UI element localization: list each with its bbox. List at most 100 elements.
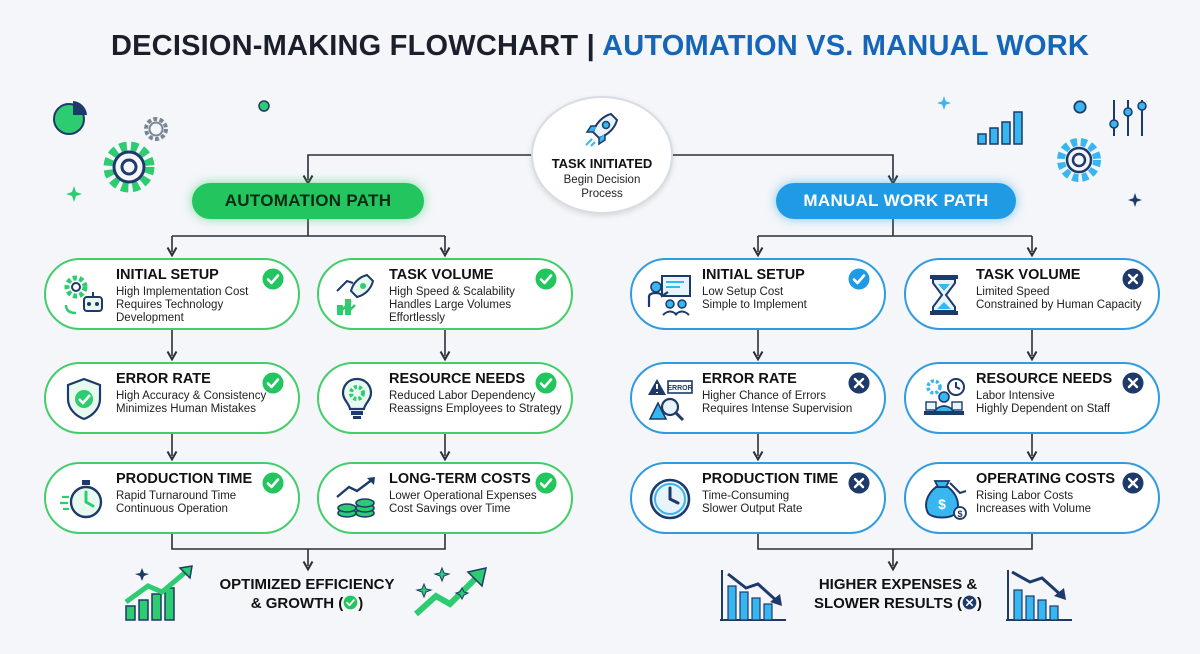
connector-start-automation bbox=[302, 154, 532, 186]
rocket-icon bbox=[585, 112, 619, 147]
manual-work-path-label: MANUAL WORK PATH bbox=[776, 183, 1016, 219]
card-line: Cost Savings over Time bbox=[389, 503, 511, 515]
card-line: Slower Output Rate bbox=[702, 503, 803, 515]
presenter-board-icon bbox=[647, 275, 691, 316]
title-part-1: DECISION-MAKING FLOWCHART | bbox=[110, 30, 595, 62]
clock-icon bbox=[649, 478, 691, 520]
card-title: PRODUCTION TIME bbox=[116, 471, 253, 487]
card-line: Highly Dependent on Staff bbox=[976, 403, 1111, 415]
money-bag-decline-icon: $$ bbox=[925, 480, 967, 520]
card-line: Requires Technology bbox=[116, 299, 224, 311]
rocket-scale-icon bbox=[336, 273, 375, 315]
gear-icon bbox=[103, 141, 155, 193]
check-circle-icon bbox=[535, 268, 557, 290]
card-line: Effortlessly bbox=[389, 312, 446, 324]
card-title: OPERATING COSTS bbox=[976, 471, 1116, 487]
automation-outcome-line1: OPTIMIZED EFFICIENCY bbox=[219, 576, 395, 593]
cross-circle-icon bbox=[1122, 372, 1144, 394]
decline-chart-icon bbox=[720, 570, 786, 621]
dot-icon bbox=[1073, 100, 1087, 114]
card-title: ERROR RATE bbox=[116, 371, 211, 387]
card-line: Labor Intensive bbox=[976, 390, 1055, 402]
automation-outcome-line2: & GROWTH () bbox=[250, 595, 364, 612]
card-line: Reduced Labor Dependency bbox=[389, 390, 536, 402]
title-part-2: AUTOMATION VS. MANUAL WORK bbox=[602, 30, 1089, 62]
gear-icon bbox=[144, 117, 168, 141]
error-icon-text: ERROR bbox=[667, 385, 692, 392]
card-title: PRODUCTION TIME bbox=[702, 471, 839, 487]
connector-automation-split bbox=[172, 219, 445, 237]
card-line: High Accuracy & Consistency bbox=[116, 390, 267, 402]
card-line: Lower Operational Expenses bbox=[389, 490, 537, 502]
sparkle-icon bbox=[937, 96, 951, 110]
svg-text:$: $ bbox=[957, 509, 962, 519]
cross-circle-icon bbox=[848, 372, 870, 394]
card-title: LONG-TERM COSTS bbox=[389, 471, 531, 487]
decline-chart-icon bbox=[1006, 570, 1072, 621]
cross-circle-icon bbox=[1122, 472, 1144, 494]
bar-chart-icon bbox=[977, 111, 1023, 145]
staff-desk-icon bbox=[924, 378, 965, 415]
card-line: Reassigns Employees to Strategy bbox=[389, 403, 562, 415]
gear-icon bbox=[1057, 138, 1101, 182]
dot-icon bbox=[258, 100, 270, 112]
card-title: RESOURCE NEEDS bbox=[389, 371, 526, 387]
error-warning-icon: ERROR bbox=[648, 379, 693, 422]
cross-circle-icon bbox=[962, 595, 977, 610]
card-title: TASK VOLUME bbox=[389, 267, 494, 283]
gear-robot-icon bbox=[64, 275, 103, 315]
check-circle-icon bbox=[343, 595, 358, 610]
card-line: Requires Intense Supervision bbox=[702, 403, 853, 415]
card-title: TASK VOLUME bbox=[976, 267, 1081, 283]
cross-circle-icon bbox=[1122, 268, 1144, 290]
automation-outcome: OPTIMIZED EFFICIENCY & GROWTH () bbox=[214, 575, 400, 613]
lightbulb-gear-icon bbox=[341, 377, 373, 419]
svg-text:$: $ bbox=[938, 496, 946, 512]
sparkle-icon bbox=[66, 186, 82, 202]
connector-automation-merge bbox=[171, 534, 446, 566]
connector-manual-split bbox=[758, 219, 1032, 237]
hourglass-icon bbox=[930, 275, 958, 315]
card-line: Continuous Operation bbox=[116, 503, 228, 515]
growth-chart-icon bbox=[124, 565, 193, 621]
check-circle-icon bbox=[535, 472, 557, 494]
pie-chart-icon bbox=[53, 101, 87, 135]
card-line: Constrained by Human Capacity bbox=[976, 299, 1142, 311]
card-line: Development bbox=[116, 312, 184, 324]
card-title: ERROR RATE bbox=[702, 371, 797, 387]
card-title: RESOURCE NEEDS bbox=[976, 371, 1113, 387]
manual-outcome-line2: SLOWER RESULTS () bbox=[813, 595, 983, 612]
page-title: DECISION-MAKING FLOWCHART | AUTOMATION V… bbox=[0, 30, 1200, 63]
card-line: Increases with Volume bbox=[976, 503, 1092, 515]
card-line: Time-Consuming bbox=[702, 490, 790, 502]
card-title: INITIAL SETUP bbox=[116, 267, 219, 283]
automation-path-label: AUTOMATION PATH bbox=[192, 183, 424, 219]
start-title: TASK INITIATED bbox=[551, 156, 653, 171]
card-line: Higher Chance of Errors bbox=[702, 390, 826, 402]
growth-arrow-icon bbox=[413, 566, 487, 617]
card-line: Rising Labor Costs bbox=[976, 490, 1074, 502]
check-circle-icon bbox=[262, 472, 284, 494]
card-line: High Implementation Cost bbox=[116, 286, 249, 298]
coins-growth-icon bbox=[336, 477, 375, 518]
card-auto-long-term-costs: LONG-TERM COSTS Lower Operational Expense… bbox=[317, 462, 573, 534]
card-line: Limited Speed bbox=[976, 286, 1050, 298]
card-line: Handles Large Volumes bbox=[389, 299, 512, 311]
card-line: Low Setup Cost bbox=[702, 286, 784, 298]
check-circle-icon bbox=[535, 372, 557, 394]
manual-outcome: HIGHER EXPENSES & SLOWER RESULTS () bbox=[800, 575, 996, 613]
connector-start-manual bbox=[668, 154, 899, 186]
card-line: Simple to Implement bbox=[702, 299, 807, 311]
start-subtitle: Begin Decision Process bbox=[563, 174, 641, 200]
